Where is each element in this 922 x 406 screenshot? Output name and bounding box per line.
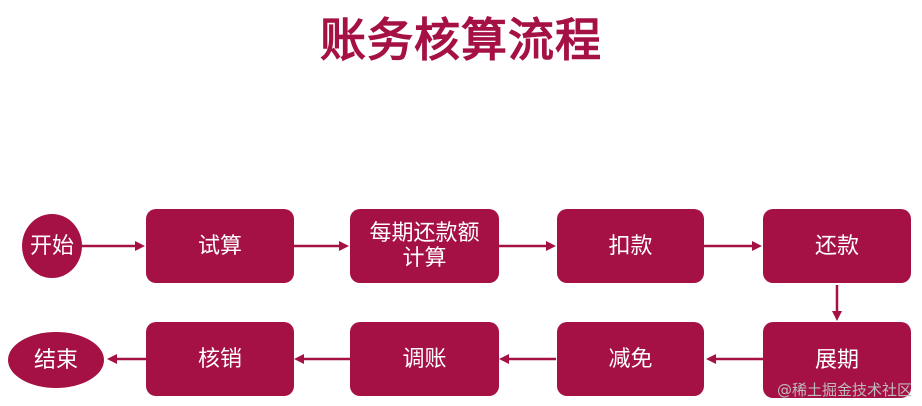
node-end: 结束	[8, 332, 104, 388]
node-deduct-label: 扣款	[608, 233, 653, 259]
node-period-calc: 每期还款额计算	[350, 209, 499, 283]
node-end-label: 结束	[33, 347, 78, 373]
node-deduct: 扣款	[557, 209, 704, 283]
node-start-label: 开始	[29, 233, 74, 259]
node-adjust: 调账	[350, 322, 499, 396]
node-extend: 展期	[763, 322, 911, 398]
node-adjust-label: 调账	[402, 346, 447, 372]
diagram-title: 账务核算流程	[320, 13, 602, 67]
node-start: 开始	[22, 214, 82, 278]
node-trial: 试算	[146, 209, 294, 283]
node-writeoff: 核销	[146, 322, 294, 396]
node-period-calc-label: 每期还款额计算	[369, 221, 480, 271]
node-repay-label: 还款	[814, 233, 859, 259]
node-extend-label: 展期	[814, 347, 859, 373]
node-repay: 还款	[763, 209, 911, 283]
node-reduce: 减免	[557, 322, 704, 396]
node-trial-label: 试算	[197, 233, 242, 259]
watermark: @稀土掘金技术社区	[776, 381, 912, 399]
node-writeoff-label: 核销	[197, 346, 242, 372]
node-reduce-label: 减免	[608, 346, 653, 372]
